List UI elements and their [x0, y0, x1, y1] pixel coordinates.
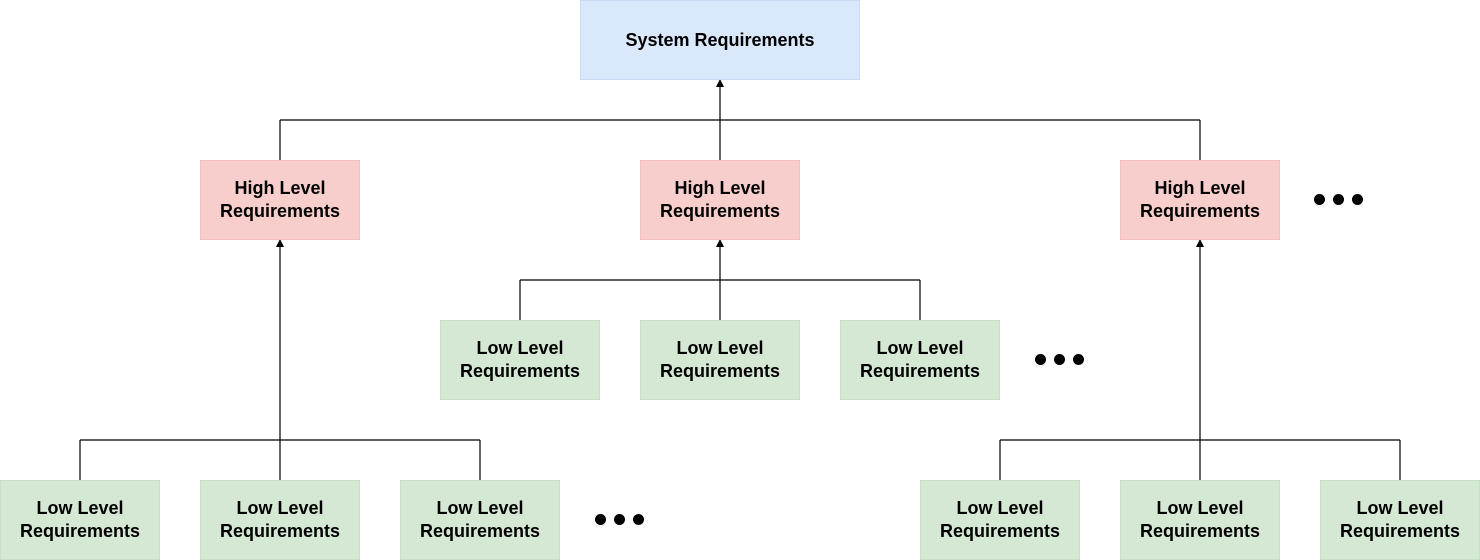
low-level-node-3-1: Low Level Requirements — [920, 480, 1080, 560]
low-level-node-1-3: Low Level Requirements — [400, 480, 560, 560]
low-level-node-1-2: Low Level Requirements — [200, 480, 360, 560]
low-level-node-2-2: Low Level Requirements — [640, 320, 800, 400]
low-level-label: Low Level Requirements — [459, 338, 581, 381]
high-level-node-2: High Level Requirements — [640, 160, 800, 240]
high-level-node-3: High Level Requirements — [1120, 160, 1280, 240]
high-level-label: High Level Requirements — [219, 178, 341, 221]
ellipsis-dot — [1333, 194, 1344, 205]
high-level-label: High Level Requirements — [659, 178, 781, 221]
low-level-label: Low Level Requirements — [859, 338, 981, 381]
ellipsis-dot — [1314, 194, 1325, 205]
more-low-level-group-2-ellipsis-icon — [1035, 354, 1084, 365]
low-level-label: Low Level Requirements — [659, 338, 781, 381]
low-level-node-2-3: Low Level Requirements — [840, 320, 1000, 400]
more-low-level-group-1-ellipsis-icon — [595, 514, 644, 525]
ellipsis-dot — [1035, 354, 1046, 365]
ellipsis-dot — [595, 514, 606, 525]
high-level-node-1: High Level Requirements — [200, 160, 360, 240]
ellipsis-dot — [1054, 354, 1065, 365]
ellipsis-dot — [1352, 194, 1363, 205]
system-requirements-label: System Requirements — [625, 29, 815, 50]
low-level-node-2-1: Low Level Requirements — [440, 320, 600, 400]
ellipsis-dot — [1073, 354, 1084, 365]
low-level-label: Low Level Requirements — [219, 498, 341, 541]
low-level-label: Low Level Requirements — [939, 498, 1061, 541]
low-level-label: Low Level Requirements — [1139, 498, 1261, 541]
low-level-node-1-1: Low Level Requirements — [0, 480, 160, 560]
ellipsis-dot — [633, 514, 644, 525]
low-level-node-3-3: Low Level Requirements — [1320, 480, 1480, 560]
high-level-label: High Level Requirements — [1139, 178, 1261, 221]
low-level-label: Low Level Requirements — [19, 498, 141, 541]
low-level-label: Low Level Requirements — [1339, 498, 1461, 541]
ellipsis-dot — [614, 514, 625, 525]
low-level-label: Low Level Requirements — [419, 498, 541, 541]
low-level-node-3-2: Low Level Requirements — [1120, 480, 1280, 560]
more-high-level-ellipsis-icon — [1314, 194, 1363, 205]
system-requirements-node: System Requirements — [580, 0, 860, 80]
